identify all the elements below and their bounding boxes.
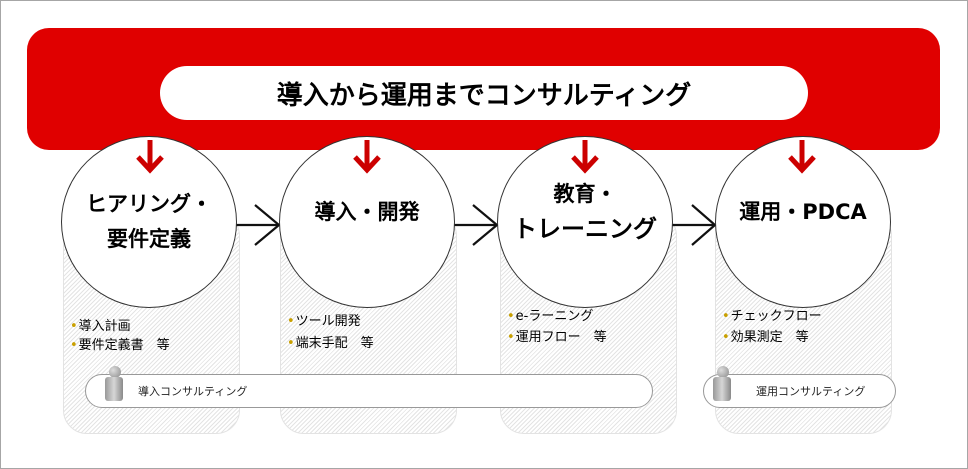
down-arrow-icon xyxy=(353,140,381,174)
intro-consulting-bar: 導入コンサルティング xyxy=(85,374,653,408)
operation-consulting-label: 運用コンサルティング xyxy=(756,385,866,398)
down-arrow-icon xyxy=(136,140,164,174)
step-bullets-hearing: 導入計画 要件定義書 等 xyxy=(70,317,170,355)
bullet-item: ツール開発 xyxy=(287,312,374,331)
intro-consulting-label: 導入コンサルティング xyxy=(138,385,248,398)
person-icon xyxy=(105,366,125,402)
bullet-item: 効果測定 等 xyxy=(722,328,822,347)
bullet-item: 端末手配 等 xyxy=(287,334,374,353)
bullet-item: 要件定義書 等 xyxy=(70,336,170,355)
step-bullets-training: e-ラーニング 運用フロー 等 xyxy=(507,307,607,347)
bullet-item: e-ラーニング xyxy=(507,307,607,326)
step-label: ヒアリング・ xyxy=(86,192,212,216)
down-arrow-icon xyxy=(571,140,599,174)
step-bullets-development: ツール開発 端末手配 等 xyxy=(287,312,374,353)
step-label: 要件定義 xyxy=(107,227,191,251)
step-label: 運用・PDCA xyxy=(739,199,867,224)
step-label: 導入・開発 xyxy=(314,199,420,224)
bullet-item: 運用フロー 等 xyxy=(507,328,607,347)
step-label: 教育・ xyxy=(553,182,617,206)
step-label: トレーニング xyxy=(513,215,657,243)
operation-consulting-bar: 運用コンサルティング xyxy=(703,374,896,408)
bullet-item: 導入計画 xyxy=(70,317,170,336)
person-icon xyxy=(713,366,733,402)
down-arrow-icon xyxy=(788,140,816,174)
bullet-item: チェックフロー xyxy=(722,307,822,326)
step-bullets-pdca: チェックフロー 効果測定 等 xyxy=(722,307,822,347)
diagram-title: 導入から運用までコンサルティング xyxy=(160,66,808,120)
